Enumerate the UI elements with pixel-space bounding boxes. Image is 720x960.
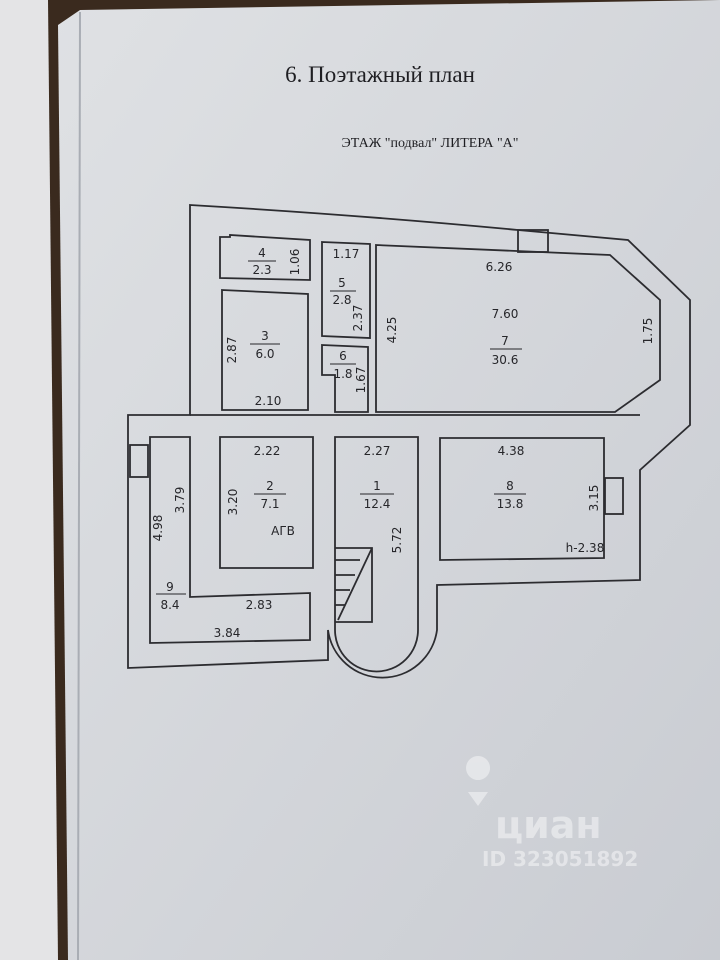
room-7-outline xyxy=(375,244,661,413)
room-1-label: 112.4 xyxy=(360,479,394,511)
svg-text:13.8: 13.8 xyxy=(497,497,524,511)
svg-text:2.3: 2.3 xyxy=(252,263,271,277)
room-2-outline xyxy=(219,436,314,569)
staircase xyxy=(335,547,373,623)
location-pin-icon xyxy=(466,756,491,806)
window xyxy=(129,444,149,478)
room-3-outline xyxy=(221,289,309,411)
svg-text:12.4: 12.4 xyxy=(364,497,391,511)
window xyxy=(604,477,624,515)
svg-text:8: 8 xyxy=(506,479,514,493)
floor-subtitle: ЭТАЖ "подвал" ЛИТЕРА "А" xyxy=(342,136,519,151)
svg-text:1.8: 1.8 xyxy=(333,367,352,381)
svg-text:2.22: 2.22 xyxy=(254,444,281,458)
svg-text:2.83: 2.83 xyxy=(246,598,273,612)
room-3-label: 36.0 xyxy=(250,329,280,361)
room-1-outline xyxy=(334,436,419,673)
svg-text:2.8: 2.8 xyxy=(332,293,351,307)
room-6-outline xyxy=(321,344,369,413)
svg-text:2.10: 2.10 xyxy=(255,394,282,408)
room-6-label: 61.8 xyxy=(330,349,356,381)
svg-text:1.75: 1.75 xyxy=(641,318,655,345)
svg-text:7: 7 xyxy=(501,334,509,348)
svg-text:2.37: 2.37 xyxy=(351,305,365,332)
room-7-label: 730.6 xyxy=(490,334,522,367)
page-edge xyxy=(77,11,81,960)
svg-text:АГВ: АГВ xyxy=(271,524,295,538)
svg-text:1.06: 1.06 xyxy=(288,249,302,276)
svg-text:3.20: 3.20 xyxy=(226,489,240,516)
svg-text:3.15: 3.15 xyxy=(587,485,601,512)
svg-text:6.0: 6.0 xyxy=(255,347,274,361)
svg-text:4.25: 4.25 xyxy=(385,317,399,344)
svg-text:4: 4 xyxy=(258,246,266,260)
svg-text:7.1: 7.1 xyxy=(260,497,279,511)
svg-text:1: 1 xyxy=(373,479,381,493)
svg-text:5.72: 5.72 xyxy=(390,527,404,554)
svg-text:2.27: 2.27 xyxy=(364,444,391,458)
svg-text:3: 3 xyxy=(261,329,269,343)
svg-text:циан: циан xyxy=(495,803,602,847)
cian-watermark: циан ID 323051892 xyxy=(466,756,638,871)
room-walls xyxy=(149,234,661,673)
svg-text:3.79: 3.79 xyxy=(173,487,187,514)
svg-text:6.26: 6.26 xyxy=(486,260,513,274)
svg-text:ID 323051892: ID 323051892 xyxy=(482,847,638,871)
svg-text:6: 6 xyxy=(339,349,347,363)
room-4-label: 42.3 xyxy=(248,246,276,277)
svg-text:4.98: 4.98 xyxy=(151,515,165,542)
svg-text:2.87: 2.87 xyxy=(225,337,239,364)
svg-text:3.84: 3.84 xyxy=(214,626,241,640)
svg-text:9: 9 xyxy=(166,580,174,594)
page-title: 6. Поэтажный план xyxy=(285,62,475,87)
room-5-outline xyxy=(321,241,371,339)
svg-text:8.4: 8.4 xyxy=(160,598,179,612)
svg-text:2: 2 xyxy=(266,479,274,493)
room-8-label: 8 13.8 h-2.38 xyxy=(494,479,604,555)
svg-text:5: 5 xyxy=(338,276,346,290)
paper-page xyxy=(58,0,720,960)
svg-text:h-2.38: h-2.38 xyxy=(566,541,605,555)
svg-text:1.67: 1.67 xyxy=(354,367,368,394)
room-4-outline xyxy=(219,234,311,281)
svg-text:30.6: 30.6 xyxy=(492,353,519,367)
room-8-outline xyxy=(439,437,605,561)
room-5-label: 52.8 xyxy=(330,276,356,307)
svg-text:7.60: 7.60 xyxy=(492,307,519,321)
svg-text:4.38: 4.38 xyxy=(498,444,525,458)
room-9-label: 98.4 xyxy=(156,580,186,612)
svg-text:1.17: 1.17 xyxy=(333,247,360,261)
room-9-outline xyxy=(149,436,311,644)
dimension-labels: 1.06 1.17 2.37 4.25 6.26 7.60 1.75 2.87 … xyxy=(151,247,655,640)
left-page xyxy=(0,0,58,960)
